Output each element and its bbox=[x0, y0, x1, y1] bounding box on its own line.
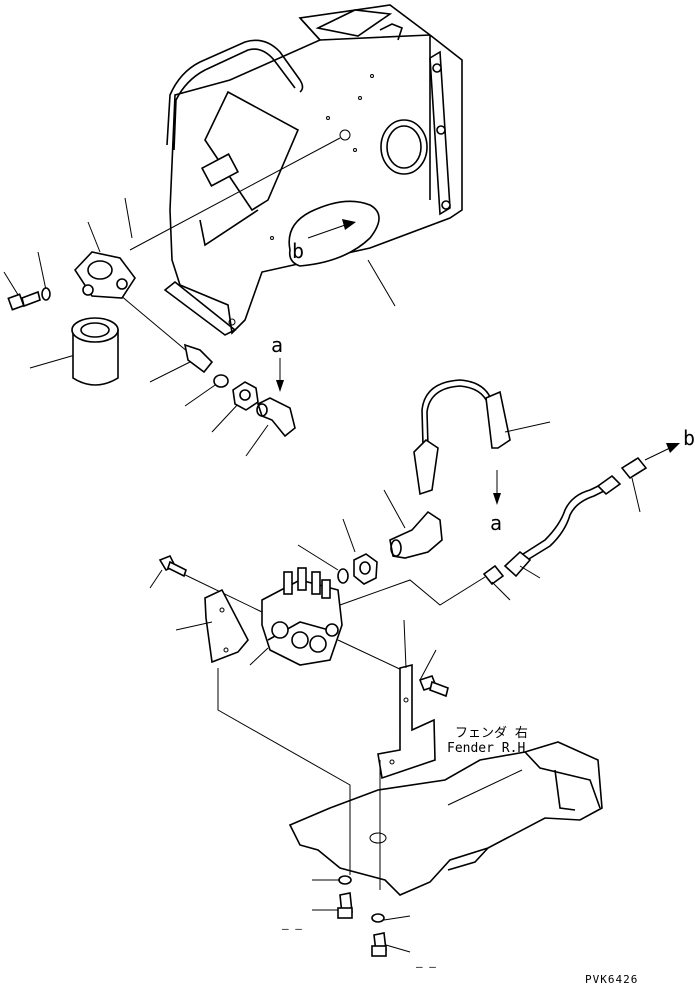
nut-upper bbox=[232, 381, 259, 411]
adapter-mid bbox=[482, 564, 505, 586]
fender-label-jp: フェンダ 右 bbox=[455, 726, 528, 741]
washer-bottom-right bbox=[371, 913, 385, 923]
washer-bottom-left bbox=[338, 875, 352, 885]
o-ring-mid bbox=[337, 568, 349, 584]
washer-upper bbox=[41, 287, 51, 301]
bottom-hardware: — — — — bbox=[282, 875, 436, 973]
right-hose-fitting bbox=[620, 456, 648, 480]
filter-group bbox=[7, 251, 296, 438]
filter-head bbox=[73, 251, 136, 299]
nut-mid bbox=[353, 553, 378, 585]
fitting-elbow-upper bbox=[183, 343, 214, 374]
hose-end-left bbox=[413, 438, 439, 496]
housing-assembly bbox=[163, 4, 463, 336]
fender-label-en: Fender R.H. bbox=[447, 741, 533, 756]
ref-label-a-mid: a bbox=[490, 511, 502, 535]
hose-end-right bbox=[485, 390, 511, 449]
drawing-code: PVK6426 bbox=[585, 973, 638, 985]
dash-label-left: — — bbox=[282, 922, 302, 935]
upper-leaders bbox=[3, 137, 396, 457]
fender-label: フェンダ 右 Fender R.H. bbox=[447, 726, 533, 756]
ref-arrow-b-top: b bbox=[292, 219, 356, 263]
o-ring-upper bbox=[213, 374, 229, 388]
left-bracket bbox=[149, 554, 249, 664]
fender-plate bbox=[288, 741, 603, 896]
right-bracket bbox=[377, 619, 449, 780]
control-valve bbox=[249, 567, 343, 666]
filter-element bbox=[71, 317, 119, 386]
ref-label-b-top: b bbox=[292, 239, 304, 263]
hose-assembly bbox=[413, 379, 551, 496]
middle-fittings bbox=[297, 489, 511, 601]
ref-label-a-top: a bbox=[271, 333, 283, 357]
right-hose: b bbox=[503, 426, 695, 579]
assembly-lines bbox=[217, 668, 381, 890]
ref-arrow-a-top: a bbox=[271, 333, 284, 392]
ref-label-b-right: b bbox=[683, 426, 695, 450]
dash-label-right: — — bbox=[416, 960, 436, 973]
elbow-fitting-mid bbox=[389, 510, 443, 559]
elbow-fitting-upper bbox=[256, 397, 296, 438]
bolt-upper bbox=[7, 290, 41, 311]
ref-arrow-a-mid: a bbox=[490, 470, 502, 535]
